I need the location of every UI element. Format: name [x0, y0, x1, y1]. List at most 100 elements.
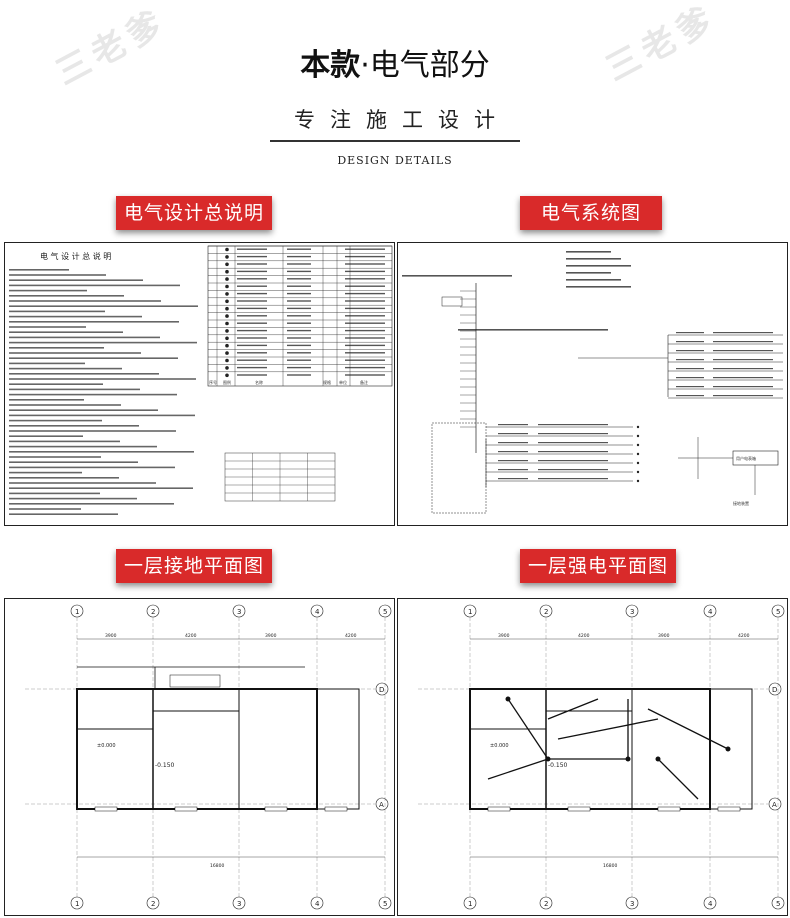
axis-label: 2: [544, 900, 548, 908]
axis-label: 4: [708, 608, 713, 616]
system-branch-label: [538, 433, 608, 435]
notes-text-line: [9, 419, 102, 422]
system-circuit-lines: [431, 283, 783, 514]
axis-label: A: [379, 801, 384, 809]
axis-bubble: [375, 797, 389, 811]
axis-bubble: [70, 896, 84, 910]
legend-name-text: [237, 278, 267, 280]
legend-spec-text: [287, 337, 311, 339]
notes-text-line: [9, 289, 87, 292]
system-branch-label: [538, 469, 608, 471]
legend-spec-text: [287, 329, 311, 332]
notes-text-line: [9, 461, 138, 463]
power-wire: [647, 708, 729, 750]
legend-note-text: [345, 255, 385, 258]
system-branch-label: [498, 424, 528, 426]
legend-name-text: [237, 300, 267, 302]
notes-text-line: [9, 383, 103, 385]
system-branch-label: [538, 460, 608, 462]
legend-spec-text: [287, 300, 311, 302]
legend-symbol: [225, 292, 229, 296]
notes-text-line: [9, 487, 193, 489]
notes-text-line: [9, 341, 197, 344]
axis-bubble: [375, 682, 389, 696]
system-note-line: [566, 258, 621, 260]
system-diagram-drawing: 用户电表箱 接地装置: [397, 242, 788, 526]
window: [717, 806, 741, 812]
dim-text: 4200: [185, 633, 197, 639]
section-banner-electrical-system: 电气系统图: [520, 196, 662, 230]
axis-label: 3: [237, 900, 241, 908]
system-note-line: [566, 286, 631, 288]
system-note-line: [458, 329, 608, 331]
system-node: [636, 479, 640, 483]
system-branch-label: [538, 424, 608, 426]
legend-spec-text: [287, 366, 311, 369]
dim-total: 16800: [603, 863, 617, 869]
axis-label: 4: [315, 608, 320, 616]
section-banner-power-plan: 一层强电平面图: [520, 549, 676, 583]
legend-spec-text: [287, 278, 311, 280]
system-branch-label: [676, 386, 704, 388]
legend-name-text: [237, 307, 267, 310]
legend-spec-text: [287, 344, 311, 347]
ground-device-label: 接地装置: [733, 500, 749, 506]
legend-symbol: [225, 255, 229, 259]
notes-text-line: [9, 492, 100, 495]
legend-spec-text: [287, 263, 311, 265]
power-wire: [547, 698, 599, 720]
notes-text-line: [9, 367, 122, 370]
notes-text-line: [9, 482, 156, 484]
legend-note-text: [345, 307, 385, 310]
system-branch-label: [676, 341, 704, 343]
window: [324, 806, 348, 812]
dim-text: 3900: [658, 633, 670, 639]
axis-label: 3: [630, 608, 634, 616]
axis-label: 4: [315, 900, 320, 908]
axis-label: 2: [544, 608, 548, 616]
system-branch-label: [676, 395, 704, 397]
annex-wall: [238, 688, 360, 810]
axis-label: 5: [383, 608, 387, 616]
legend-name-text: [237, 322, 267, 324]
legend-symbol: [225, 343, 229, 348]
axis-label: 5: [776, 608, 780, 616]
notes-text-line: [9, 326, 86, 328]
legend-name-text: [237, 270, 267, 273]
legend-name-text: [237, 359, 267, 361]
notes-text-line: [9, 393, 177, 396]
page-subtitle: 专注施工设计: [270, 102, 520, 142]
axis-label: D: [379, 686, 384, 694]
legend-name-text: [237, 374, 267, 376]
axis-label: 4: [708, 900, 713, 908]
legend-name-text: [237, 292, 267, 295]
system-branch-label: [538, 478, 608, 480]
notes-text-line: [9, 456, 101, 458]
notes-text-line: [9, 295, 124, 297]
system-branch-label: [498, 478, 528, 480]
system-dashed-box: [431, 422, 487, 514]
axis-label: 1: [75, 608, 79, 616]
axis-bubble: [232, 896, 246, 910]
window: [94, 806, 118, 812]
notes-text-line: [9, 440, 120, 443]
dim-text: 4200: [345, 633, 357, 639]
design-notes-svg: 电 气 设 计 总 说 明 序号图例名称规格单位备注: [9, 245, 393, 515]
fixture: [655, 756, 661, 762]
notes-text-line: [9, 331, 123, 333]
window: [657, 806, 681, 812]
notes-text-line: [9, 284, 180, 287]
legend-name-text: [237, 285, 267, 287]
system-note-line: [566, 265, 631, 267]
level-label: ±0.000: [97, 743, 116, 749]
legend-table: [208, 245, 392, 386]
legend-note-text: [345, 322, 385, 324]
system-branch-label: [713, 350, 773, 352]
notes-text-line: [9, 352, 141, 354]
axis-bubble: [146, 896, 160, 910]
legend-name-text: [237, 248, 267, 250]
system-branch-label: [498, 451, 528, 453]
system-note-line: [566, 272, 611, 274]
legend-name-text: [237, 255, 267, 258]
